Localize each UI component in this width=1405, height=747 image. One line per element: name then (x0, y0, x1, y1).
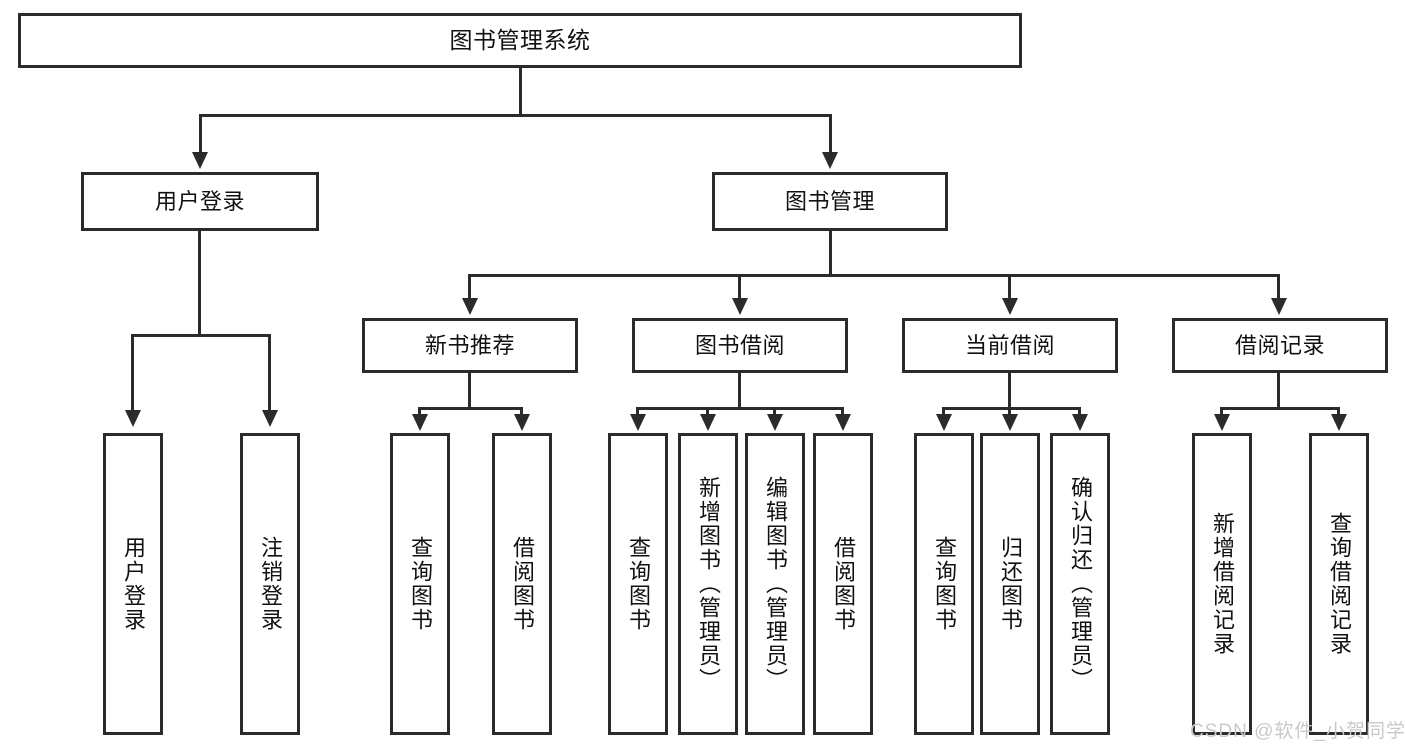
leaf-book-borrow-add-label: 新增图书（管理员） (695, 476, 721, 692)
arrow-leaf-user-login-1 (125, 410, 141, 427)
leaf-book-borrow-borrow[interactable]: 借阅图书 (813, 433, 873, 735)
arrow-leaf-book-borrow-2 (700, 414, 716, 431)
leaf-new-book-borrow[interactable]: 借阅图书 (492, 433, 552, 735)
connector-to-book-borrow (738, 274, 741, 300)
leaf-new-book-query-label: 查询图书 (407, 536, 433, 632)
arrow-leaf-new-book-2 (514, 414, 530, 431)
leaf-user-login-logout-label: 注销登录 (257, 536, 283, 632)
leaf-new-book-borrow-label: 借阅图书 (509, 536, 535, 632)
node-book-borrow[interactable]: 图书借阅 (632, 318, 848, 373)
arrow-to-current-borrow (1002, 298, 1018, 315)
connector-to-book-manage (829, 114, 832, 153)
node-new-book-recommend[interactable]: 新书推荐 (362, 318, 578, 373)
arrow-to-user-login (192, 152, 208, 169)
node-book-manage[interactable]: 图书管理 (712, 172, 948, 231)
arrow-leaf-borrow-record-1 (1214, 414, 1230, 431)
leaf-book-borrow-query[interactable]: 查询图书 (608, 433, 668, 735)
leaf-current-borrow-confirm[interactable]: 确认归还（管理员） (1050, 433, 1110, 735)
connector-new-book-stem (468, 373, 471, 409)
leaf-book-borrow-borrow-label: 借阅图书 (830, 536, 856, 632)
connector-borrow-record-bus (1220, 407, 1340, 410)
arrow-leaf-current-borrow-3 (1072, 414, 1088, 431)
leaf-book-borrow-edit[interactable]: 编辑图书（管理员） (745, 433, 805, 735)
arrow-leaf-book-borrow-3 (767, 414, 783, 431)
connector-book-manage-stem (829, 231, 832, 276)
leaf-current-borrow-return-label: 归还图书 (997, 536, 1023, 632)
node-user-login-label: 用户登录 (154, 188, 245, 214)
arrow-leaf-book-borrow-1 (630, 414, 646, 431)
node-current-borrow[interactable]: 当前借阅 (902, 318, 1118, 373)
connector-to-borrow-record (1277, 274, 1280, 300)
arrow-leaf-current-borrow-2 (1002, 414, 1018, 431)
leaf-current-borrow-confirm-label: 确认归还（管理员） (1067, 476, 1093, 692)
connector-user-login-bus (131, 334, 271, 337)
node-borrow-record-label: 借阅记录 (1234, 332, 1325, 358)
connector-new-book-bus (418, 407, 523, 410)
connector-current-borrow-stem (1008, 373, 1011, 409)
connector-user-login-drop-1 (131, 334, 134, 411)
leaf-user-login-logout[interactable]: 注销登录 (240, 433, 300, 735)
arrow-leaf-current-borrow-1 (936, 414, 952, 431)
leaf-borrow-record-add[interactable]: 新增借阅记录 (1192, 433, 1252, 735)
node-new-book-recommend-label: 新书推荐 (424, 332, 515, 358)
arrow-leaf-user-login-2 (262, 410, 278, 427)
leaf-user-login-login-label: 用户登录 (120, 536, 146, 632)
connector-root-stem (519, 68, 522, 116)
leaf-user-login-login[interactable]: 用户登录 (103, 433, 163, 735)
connector-to-user-login (199, 114, 202, 153)
arrow-to-book-manage (822, 152, 838, 169)
leaf-current-borrow-return[interactable]: 归还图书 (980, 433, 1040, 735)
connector-book-borrow-bus (636, 407, 844, 410)
connector-user-login-drop-2 (268, 334, 271, 411)
arrow-to-new-book (462, 298, 478, 315)
arrow-leaf-borrow-record-2 (1331, 414, 1347, 431)
leaf-book-borrow-query-label: 查询图书 (625, 536, 651, 632)
csdn-watermark: CSDN @软件_小贺同学 (1190, 721, 1405, 742)
leaf-book-borrow-add[interactable]: 新增图书（管理员） (678, 433, 738, 735)
connector-user-login-stem (198, 231, 201, 336)
connector-level2-bus (199, 114, 832, 117)
arrow-to-borrow-record (1271, 298, 1287, 315)
arrow-leaf-new-book-1 (412, 414, 428, 431)
node-root-label: 图书管理系统 (449, 27, 591, 54)
leaf-book-borrow-edit-label: 编辑图书（管理员） (762, 476, 788, 692)
leaf-current-borrow-query[interactable]: 查询图书 (914, 433, 974, 735)
arrow-leaf-book-borrow-4 (835, 414, 851, 431)
leaf-borrow-record-query[interactable]: 查询借阅记录 (1309, 433, 1369, 735)
connector-borrow-record-stem (1277, 373, 1280, 409)
node-borrow-record[interactable]: 借阅记录 (1172, 318, 1388, 373)
node-root-library-system[interactable]: 图书管理系统 (18, 13, 1022, 68)
connector-to-current-borrow (1008, 274, 1011, 300)
leaf-borrow-record-add-label: 新增借阅记录 (1209, 512, 1235, 656)
leaf-current-borrow-query-label: 查询图书 (931, 536, 957, 632)
arrow-to-book-borrow (732, 298, 748, 315)
node-user-login[interactable]: 用户登录 (81, 172, 319, 231)
node-current-borrow-label: 当前借阅 (964, 332, 1055, 358)
connector-level3-bus (468, 274, 1280, 277)
leaf-borrow-record-query-label: 查询借阅记录 (1326, 512, 1352, 656)
connector-current-borrow-bus (942, 407, 1081, 410)
connector-book-borrow-stem (738, 373, 741, 409)
node-book-borrow-label: 图书借阅 (694, 332, 785, 358)
connector-to-new-book (468, 274, 471, 300)
leaf-new-book-query[interactable]: 查询图书 (390, 433, 450, 735)
node-book-manage-label: 图书管理 (784, 188, 875, 214)
